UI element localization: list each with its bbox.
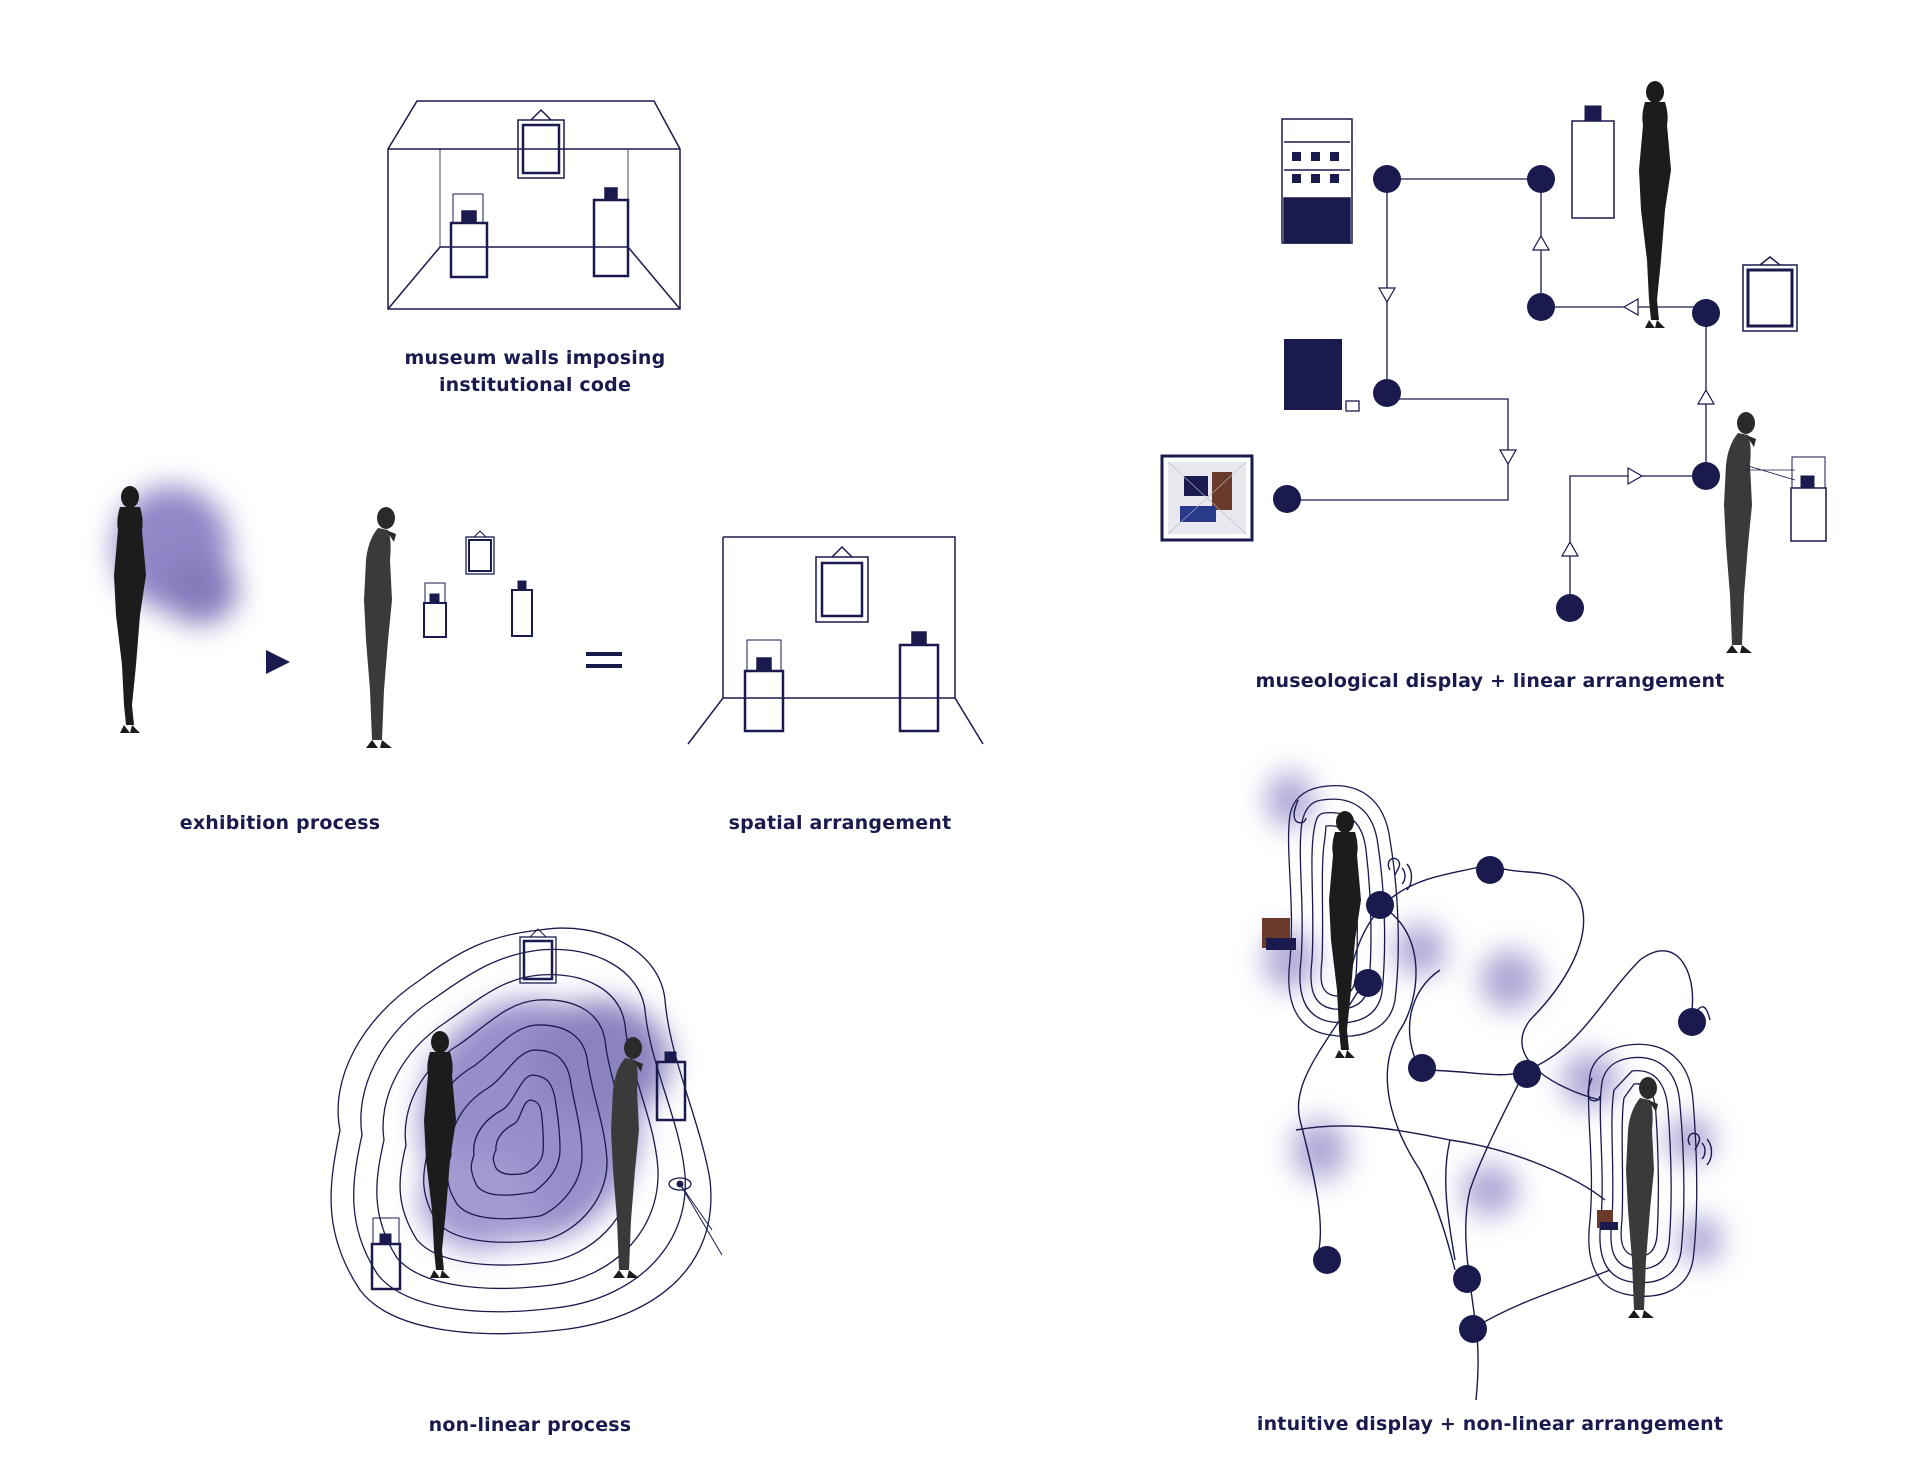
equals-sign (586, 652, 622, 668)
display-case-icon (1744, 456, 1827, 542)
intuitive-arrangement-diagram (1262, 772, 1722, 1401)
ear-icon (1687, 1132, 1713, 1166)
caption-line: non-linear process (428, 1414, 632, 1436)
caption-line: intuitive display + non-linear arrangeme… (1256, 1413, 1724, 1435)
watercolor-blot (420, 1000, 670, 1250)
wandering-paths (1295, 863, 1711, 1401)
woman-figure-icon (114, 486, 146, 733)
bookcase-icon (1281, 118, 1353, 244)
picture-frame-icon (517, 108, 565, 179)
non-linear-process-diagram (330, 927, 723, 1335)
room-photo-icon (1262, 918, 1618, 1230)
caption-line: museological display + linear arrangemen… (1255, 670, 1725, 692)
caption-museum-walls: museum walls imposing institutional code (380, 345, 690, 399)
woman-figure-icon (1639, 81, 1671, 328)
display-case-icon (1571, 105, 1615, 219)
display-case-icon (898, 631, 940, 733)
caption-spatial-arrangement: spatial arrangement (720, 810, 960, 837)
caption-line: spatial arrangement (728, 812, 952, 834)
caption-line: institutional code (438, 374, 632, 396)
picture-frame-icon (1742, 256, 1798, 332)
picture-frame-icon (815, 545, 869, 623)
ear-icon (1387, 857, 1413, 891)
display-case-icon (370, 1217, 402, 1291)
caption-exhibition-process: exhibition process (160, 810, 400, 837)
caption-line: exhibition process (179, 812, 381, 834)
black-panel-icon (1284, 339, 1360, 412)
display-case-icon (655, 1051, 687, 1122)
museum-walls-diagram (387, 100, 681, 310)
woman-figure-icon (364, 507, 396, 748)
caption-intuitive-display: intuitive display + non-linear arrangeme… (1230, 1411, 1750, 1438)
display-case-icon (449, 193, 489, 279)
arrow-triangle-icon (266, 650, 290, 674)
display-case-icon (592, 187, 630, 278)
caption-non-linear-process: non-linear process (400, 1412, 660, 1439)
picture-frame-icon (519, 928, 557, 984)
caption-museological-display: museological display + linear arrangemen… (1230, 668, 1750, 695)
spatial-arrangement-diagram (687, 536, 984, 745)
picture-frame-icon (465, 530, 495, 575)
arrow-triangle-icon (1377, 234, 1716, 557)
display-case-icon (743, 639, 785, 733)
room-photo-icon (1160, 454, 1254, 542)
nose-icon (1293, 799, 1307, 824)
linear-arrangement-diagram (1160, 81, 1827, 653)
watercolor-blot (1264, 772, 1722, 1264)
exhibition-process-diagram (114, 486, 622, 748)
path-nodes (1273, 165, 1720, 622)
path-nodes (1313, 856, 1706, 1343)
caption-line: museum walls imposing (404, 347, 666, 369)
woman-figure-icon (1724, 412, 1756, 653)
eye-icon (668, 1177, 723, 1256)
nose-icon (1587, 1077, 1601, 1102)
display-case-icon (511, 580, 533, 637)
display-case-icon (423, 582, 447, 638)
